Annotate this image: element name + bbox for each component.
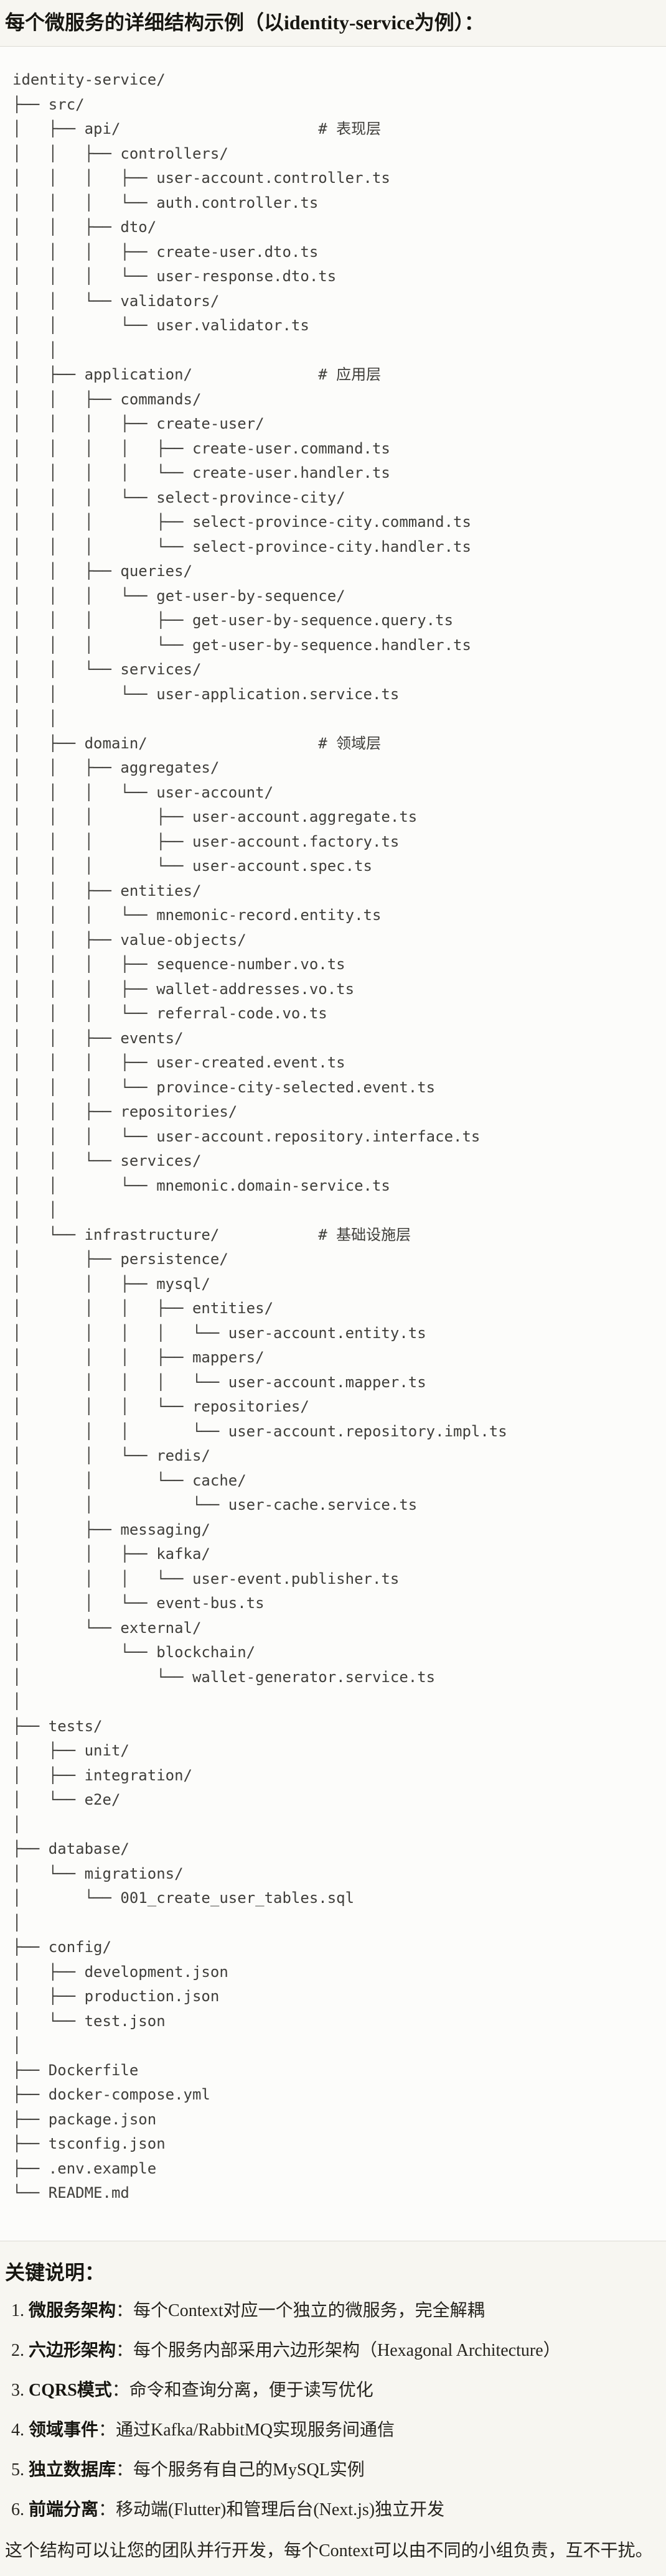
- note-text: ：每个Context对应一个独立的微服务，完全解耦: [116, 2300, 485, 2320]
- note-text: ：通过Kafka/RabbitMQ实现服务间通信: [98, 2420, 395, 2440]
- key-notes-list: 微服务架构：每个Context对应一个独立的微服务，完全解耦 六边形架构：每个服…: [5, 2299, 659, 2523]
- note-term: 前端分离: [29, 2499, 99, 2519]
- directory-tree-code-block: identity-service/ ├── src/ │ ├── api/ # …: [0, 46, 666, 2241]
- note-item-cqrs: CQRS模式：命令和查询分离，便于读写优化: [29, 2378, 659, 2403]
- note-term: 领域事件: [29, 2420, 99, 2440]
- page-title: 每个微服务的详细结构示例（以identity-service为例）：: [5, 11, 484, 34]
- key-notes-section: 关键说明： 微服务架构：每个Context对应一个独立的微服务，完全解耦 六边形…: [0, 2259, 666, 2564]
- note-text: ：移动端(Flutter)和管理后台(Next.js)独立开发: [98, 2499, 445, 2519]
- note-term: 微服务架构: [29, 2300, 116, 2320]
- note-item-domain-events: 领域事件：通过Kafka/RabbitMQ实现服务间通信: [29, 2418, 659, 2443]
- note-text: ：每个服务内部采用六边形架构（Hexagonal Architecture）: [116, 2340, 561, 2360]
- note-term: CQRS模式: [29, 2380, 112, 2400]
- key-notes-heading: 关键说明：: [5, 2261, 105, 2284]
- note-term: 六边形架构: [29, 2340, 116, 2360]
- note-text: ：每个服务有自己的MySQL实例: [116, 2460, 365, 2480]
- note-item-independent-db: 独立数据库：每个服务有自己的MySQL实例: [29, 2458, 659, 2483]
- note-item-hexagonal: 六边形架构：每个服务内部采用六边形架构（Hexagonal Architectu…: [29, 2338, 659, 2363]
- closing-paragraph: 这个结构可以让您的团队并行开发，每个Context可以由不同的小组负责，互不干扰…: [5, 2541, 653, 2560]
- note-item-frontend-separation: 前端分离：移动端(Flutter)和管理后台(Next.js)独立开发: [29, 2498, 659, 2523]
- note-term: 独立数据库: [29, 2460, 116, 2480]
- note-text: ：命令和查询分离，便于读写优化: [111, 2380, 373, 2400]
- note-item-microservice: 微服务架构：每个Context对应一个独立的微服务，完全解耦: [29, 2299, 659, 2323]
